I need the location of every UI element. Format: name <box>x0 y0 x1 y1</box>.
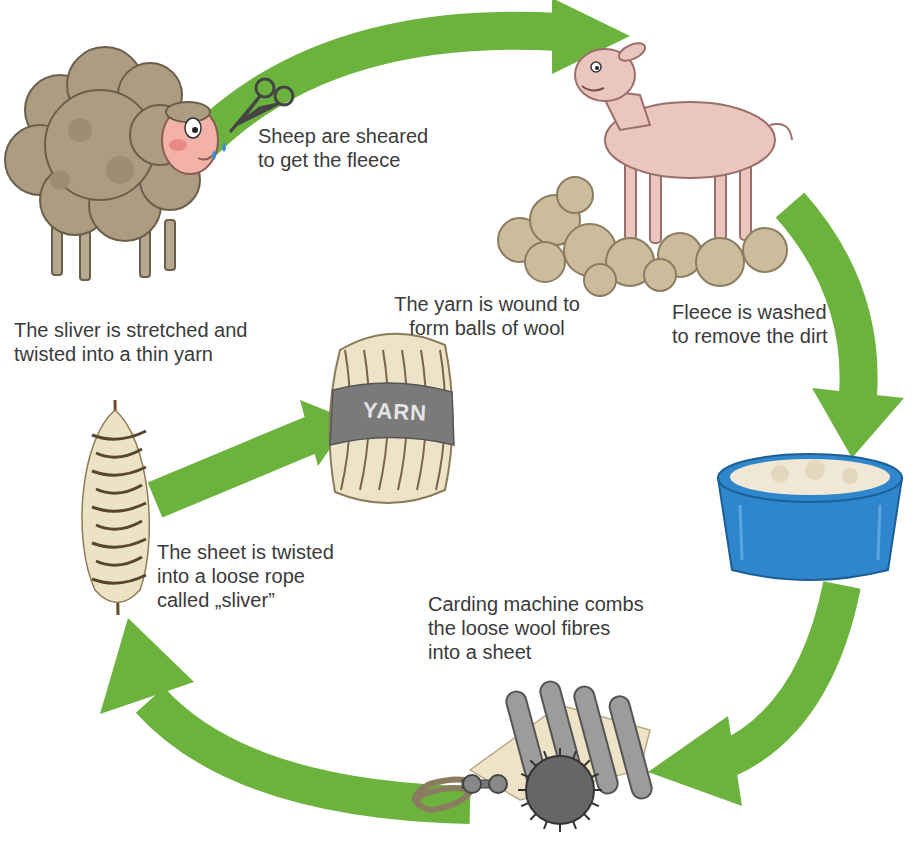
fleece-pile <box>498 177 787 296</box>
step-caption: Fleece is washed to remove the dirt <box>672 300 837 348</box>
arrow-head <box>648 716 742 806</box>
arrow-head <box>812 388 904 458</box>
step-caption: The sheet is twisted into a loose rope c… <box>157 540 357 612</box>
step-caption: Sheep are sheared to get the fleece <box>258 124 448 172</box>
spindle-stripes <box>92 431 146 583</box>
sliver-spindle <box>82 400 149 615</box>
step-caption: The sliver is stretched and twisted into… <box>14 318 309 366</box>
cycle-arrows <box>150 31 859 805</box>
yarn-label: YARN <box>359 398 430 426</box>
yarn-ball <box>330 334 454 503</box>
step-caption: Carding machine combs the loose wool fib… <box>428 592 648 664</box>
sheep <box>5 47 226 280</box>
step-caption: The yarn is wound to form balls of wool <box>392 292 582 340</box>
carding-machine <box>415 679 654 832</box>
arrow-shaft <box>725 585 842 760</box>
washing-tub <box>718 454 902 580</box>
arrow-head <box>100 618 194 714</box>
arrow-shaft <box>155 432 318 500</box>
sheared-sheep <box>575 40 792 243</box>
arrow-heads <box>100 0 904 806</box>
arrow-shaft <box>790 205 859 395</box>
scissors <box>230 79 293 132</box>
carding-drum <box>518 748 602 832</box>
